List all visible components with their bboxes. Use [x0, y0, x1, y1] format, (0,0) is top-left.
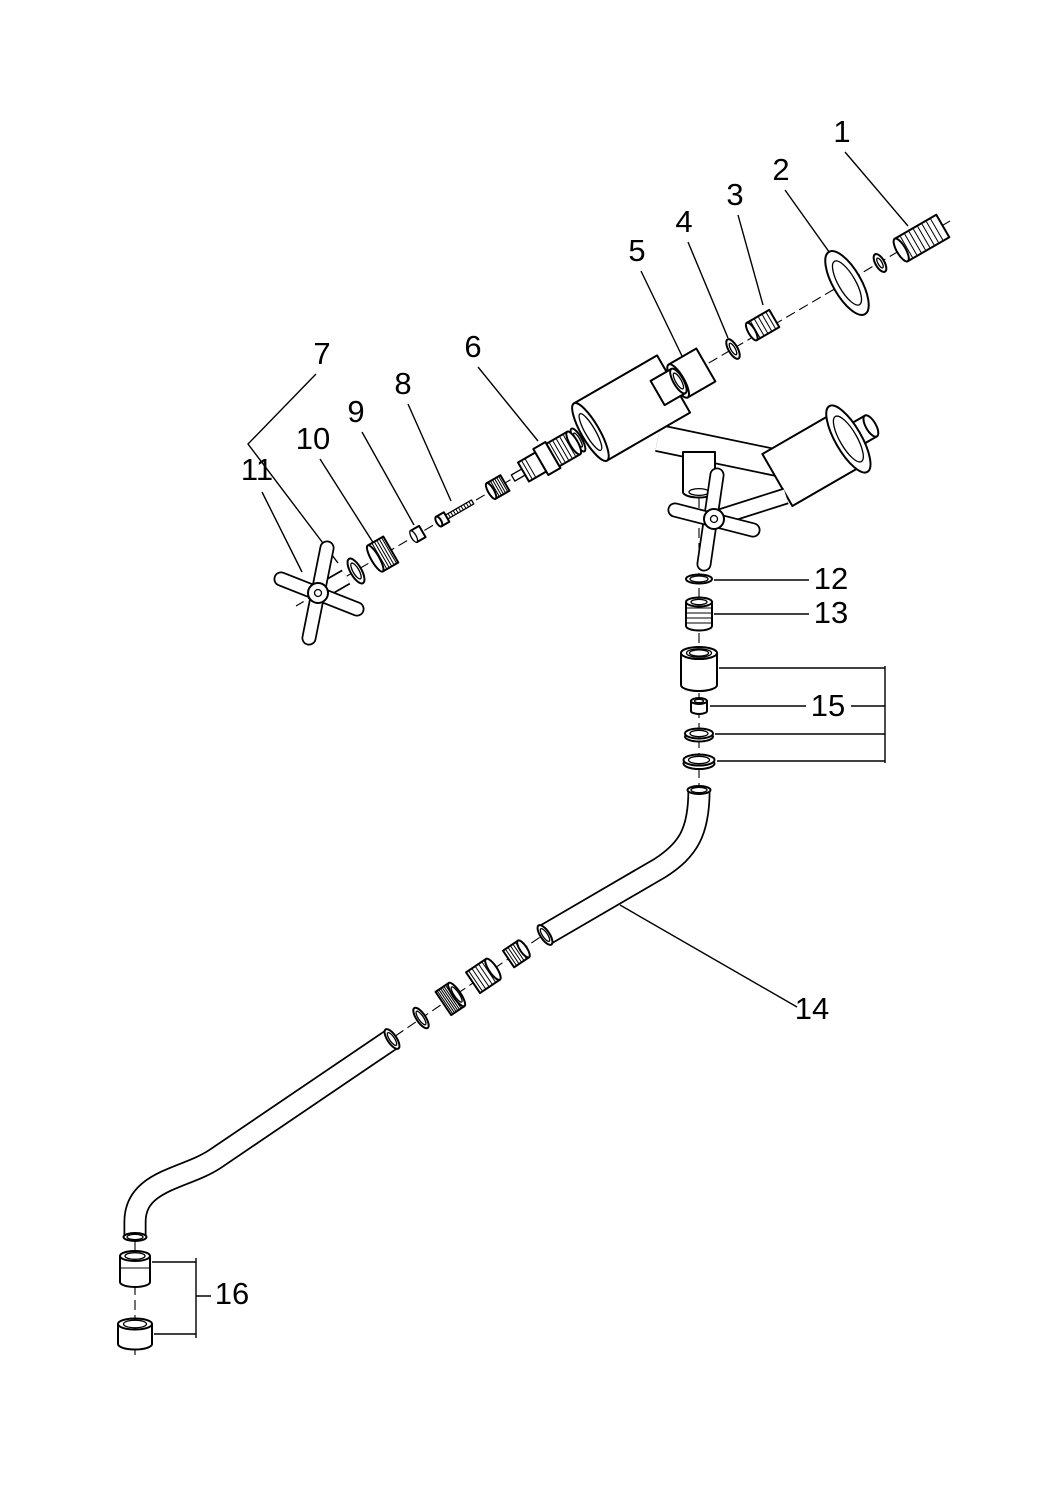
cartridge-spline-adapter [484, 474, 511, 500]
part-14-spout-upper-arm [536, 785, 712, 946]
part-15-washer-lower [682, 753, 716, 770]
leader-line-6 [477, 366, 539, 442]
swivel-joint-connector [501, 939, 531, 969]
part-14-spout-lower-arm [122, 1028, 401, 1242]
part-label-5: 5 [628, 233, 645, 268]
part-labels: 1 2 3 4 5 6 7 8 9 10 11 12 13 14 15 16 [215, 114, 851, 1311]
leader-line-16 [152, 1258, 211, 1338]
part-label-6: 6 [464, 329, 481, 364]
part-label-15: 15 [811, 688, 845, 723]
part-label-1: 1 [833, 114, 850, 149]
part-label-12: 12 [814, 561, 848, 596]
body-top-boss [649, 367, 688, 407]
part-label-3: 3 [726, 177, 743, 212]
body-right-valve-block [761, 404, 880, 507]
part-label-11: 11 [241, 452, 273, 487]
part-3-check-valve [744, 308, 781, 342]
part-16-aerator-housing [119, 1250, 151, 1288]
part-label-7: 7 [313, 336, 330, 371]
centerline-joint-axis [387, 928, 553, 1042]
part-12-snap-ring [685, 573, 713, 585]
part-label-10: 10 [296, 421, 330, 456]
part-16-outlet-ring [117, 1317, 153, 1351]
part-label-8: 8 [394, 366, 411, 401]
leader-line-10 [319, 458, 375, 545]
part-label-16: 16 [215, 1276, 249, 1311]
part-9-bushing [409, 524, 427, 544]
part-7-handle-skirt-ring [346, 557, 366, 585]
part-15-insert [690, 697, 708, 715]
part-1-seal-ring [872, 253, 888, 273]
leader-line-9 [361, 431, 415, 526]
leader-line-14 [619, 904, 798, 1008]
part-label-9: 9 [347, 394, 364, 429]
part-4-o-ring [725, 338, 741, 360]
part-label-14: 14 [795, 991, 829, 1026]
swivel-joint-sleeve [465, 957, 502, 995]
leader-line-15 [710, 666, 886, 763]
part-15-washer-upper [684, 727, 714, 743]
part-10-handle-hub [365, 535, 400, 573]
part-8-handle-screw [434, 499, 475, 528]
part-label-2: 2 [772, 152, 789, 187]
centerlines [134, 220, 951, 1356]
part-label-4: 4 [675, 204, 692, 239]
leader-line-3 [737, 214, 764, 306]
part-1-supply-nipple [892, 213, 951, 263]
part-label-13: 13 [814, 595, 848, 630]
assembled-cross-handle [667, 467, 789, 572]
leader-line-1 [844, 151, 909, 227]
leader-line-8 [407, 403, 452, 502]
leader-lines [152, 151, 909, 1338]
leader-line-11 [261, 491, 303, 573]
coupling-nut [680, 646, 718, 692]
leader-line-7 [247, 373, 339, 564]
faucet-body [571, 354, 880, 572]
part-13-outlet-connector [685, 596, 713, 632]
swivel-joint-knurled-nut [434, 981, 467, 1017]
leader-line-4 [687, 241, 729, 339]
part-2-wall-flange [824, 250, 870, 316]
part-6-valve-cartridge [510, 430, 583, 483]
swivel-joint-ring [412, 1006, 430, 1030]
part-11-cross-handle [273, 540, 365, 646]
leader-line-5 [640, 270, 683, 357]
